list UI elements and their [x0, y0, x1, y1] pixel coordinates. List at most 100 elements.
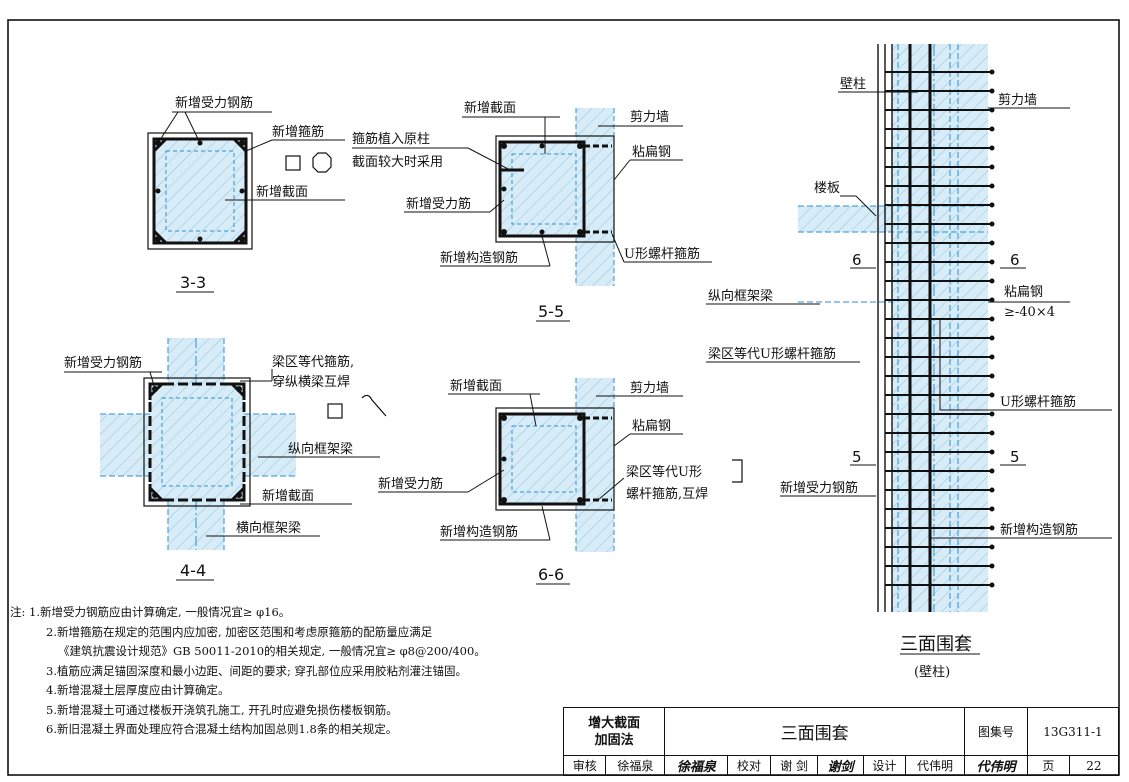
caption-4-4: 4-4 — [180, 561, 206, 580]
note-2-cont: 《建筑抗震设计规范》GB 50011-2010的相关规定, 一般情况宜≥ φ8@… — [58, 644, 486, 658]
label-new-rebar-44: 新增受力钢筋 — [64, 355, 142, 371]
label-equiv-u-stirrup-66-line2: 螺杆箍筋,互焊 — [626, 486, 708, 502]
label-trans-beam-44: 横向框架梁 — [236, 520, 301, 536]
tie-bar-end — [989, 506, 995, 512]
label-stirrup-note-55-line2: 截面较大时采用 — [352, 155, 443, 170]
tie-bar-end — [989, 259, 995, 265]
tie-bar-end — [989, 468, 995, 474]
label-equiv-stirrup-44-line1: 梁区等代箍筋, — [272, 354, 354, 370]
note-5: 5.新增混凝土可通过楼板开浇筑孔施工, 开孔时应避免损伤楼板钢筋。 — [46, 702, 398, 717]
note-2: 2.新增箍筋在规定的范围内应加密, 加密区范围和考虑原箍筋的配筋量应满足 — [46, 624, 433, 639]
designer-name: 代伟明 — [905, 755, 965, 776]
label-flat-steel-size: ≥-40×4 — [1004, 305, 1055, 320]
page-number: 22 — [1068, 755, 1120, 776]
label-equiv-stirrup-44-line2: 穿纵横梁互焊 — [272, 374, 350, 390]
label-flat-steel-55: 粘扁钢 — [632, 145, 671, 160]
checker-name: 谢 剑 — [769, 755, 819, 776]
tie-bar-end — [989, 88, 995, 94]
caption-5-5: 5-5 — [538, 302, 564, 321]
title-block: 增大截面 加固法 三面围套 图集号 13G311-1 审核 徐福泉 徐福泉 校对… — [562, 707, 1120, 776]
label-new-section-66: 新增截面 — [450, 378, 502, 394]
label-flat-steel-66: 粘扁钢 — [632, 419, 671, 434]
tie-bar-end — [989, 240, 995, 246]
page-label: 页 — [1026, 755, 1070, 776]
cut-mark-5-right: 5 — [1010, 448, 1020, 466]
label-stirrup-note-55-line1: 箍筋植入原柱 — [352, 131, 430, 147]
cut-mark-5-left: 5 — [852, 448, 862, 466]
tie-bar-end — [989, 392, 995, 398]
label-u-bolt-stirrup-elev: U形螺杆箍筋 — [1000, 394, 1076, 410]
label-long-beam-44: 纵向框架梁 — [288, 441, 353, 457]
label-equiv-u-stirrup-elev: 梁区等代U形螺杆箍筋 — [708, 346, 836, 362]
note-4: 4.新增混凝土层厚度应由计算确定。 — [46, 683, 230, 697]
label-shear-wall-55: 剪力墙 — [630, 109, 669, 125]
elevation-tie-bars — [885, 69, 995, 588]
tie-bar-end — [989, 373, 995, 379]
caption-three-side-jacket: 三面围套 — [900, 634, 972, 655]
section-3-3: 新增受力钢筋 新增箍筋 新增截面 3-3 — [147, 95, 345, 293]
note-3: 3.植筋应满足锚固深度和最小边距、间距的要求; 穿孔部位应采用胶粘剂灌注锚固。 — [46, 663, 467, 678]
label-pilaster: 壁柱 — [840, 77, 866, 92]
tie-bar-end — [989, 278, 995, 284]
checker-signature: 谢剑 — [817, 755, 864, 776]
reviewer-name: 徐福泉 — [605, 755, 666, 776]
method-cell: 增大截面 加固法 — [562, 707, 666, 756]
label-new-rebar-elev: 新增受力钢筋 — [780, 480, 858, 496]
tie-bar-end — [989, 69, 995, 75]
label-new-constr-rebar-66: 新增构造钢筋 — [440, 524, 518, 540]
tie-bar-end — [989, 582, 995, 588]
tie-bar-end — [989, 544, 995, 550]
note-6: 6.新旧混凝土界面处理应符合混凝土结构加固总则1.8条的相关规定。 — [46, 722, 398, 736]
tie-bar-end — [989, 145, 995, 151]
label-new-rebar-33: 新增受力钢筋 — [175, 95, 253, 111]
label-u-bolt-stirrup-55: U形螺杆箍筋 — [624, 246, 700, 262]
label-new-section-33: 新增截面 — [256, 184, 308, 200]
tie-bar-end — [989, 126, 995, 132]
tie-bar-end — [989, 221, 995, 227]
section-6-6: 新增截面 剪力墙 粘扁钢 梁区等代U形 螺杆箍筋,互焊 新增受力筋 新增构造钢筋… — [378, 378, 743, 585]
cut-mark-6-left: 6 — [852, 251, 862, 269]
label-new-section-55: 新增截面 — [464, 100, 516, 116]
tie-bar-end — [989, 107, 995, 113]
notes-prefix: 注: — [10, 605, 26, 619]
label-slab: 楼板 — [814, 181, 840, 196]
elevation-pilaster: 壁柱 剪力墙 楼板 6 6 纵向框架梁 粘扁钢 ≥-40×4 梁区等代U形螺杆箍… — [706, 44, 1112, 680]
drawing-title: 三面围套 — [664, 707, 965, 756]
tie-bar-end — [989, 525, 995, 531]
tie-bar-end — [989, 430, 995, 436]
general-notes: 注: 1.新增受力钢筋应由计算确定, 一般情况宜≥ φ16。 2.新增箍筋在规定… — [10, 603, 570, 740]
tie-bar-end — [989, 164, 995, 170]
caption-6-6: 6-6 — [538, 565, 564, 584]
tie-bar-end — [989, 563, 995, 569]
tie-bar-end — [989, 183, 995, 189]
tie-bar-end — [989, 316, 995, 322]
review-label: 审核 — [562, 755, 607, 776]
tie-bar-end — [989, 449, 995, 455]
caption-pilaster: (壁柱) — [914, 665, 950, 680]
designer-signature: 代伟明 — [963, 755, 1028, 776]
section-4-4: 新增受力钢筋 梁区等代箍筋, 穿纵横梁互焊 纵向框架梁 新增截面 横向框架梁 4… — [64, 338, 387, 581]
label-new-section-44: 新增截面 — [262, 488, 314, 504]
check-label: 校对 — [727, 755, 771, 776]
tie-bar-end — [989, 202, 995, 208]
label-new-stirrup-33: 新增箍筋 — [272, 124, 324, 140]
tie-bar-end — [989, 354, 995, 360]
cut-mark-6-right: 6 — [1010, 251, 1020, 269]
atlas-label: 图集号 — [963, 707, 1028, 756]
label-shear-wall-elev: 剪力墙 — [998, 92, 1037, 108]
section-5-5: 新增截面 剪力墙 箍筋植入原柱 截面较大时采用 粘扁钢 新增受力筋 新增构造钢筋… — [352, 100, 712, 322]
label-new-constr-rebar-55: 新增构造钢筋 — [440, 250, 518, 266]
tie-bar-end — [989, 297, 995, 303]
label-equiv-u-stirrup-66-line1: 梁区等代U形 — [626, 464, 702, 480]
label-shear-wall-66: 剪力墙 — [630, 380, 669, 396]
caption-3-3: 3-3 — [180, 273, 206, 292]
tie-bar-end — [989, 487, 995, 493]
tie-bar-end — [989, 335, 995, 341]
label-long-beam-elev: 纵向框架梁 — [708, 288, 773, 304]
label-new-constr-rebar-elev: 新增构造钢筋 — [1000, 522, 1078, 538]
tie-bar-end — [989, 411, 995, 417]
reviewer-signature: 徐福泉 — [664, 755, 729, 776]
label-new-rebar-55: 新增受力筋 — [406, 196, 471, 212]
label-flat-steel-elev: 粘扁钢 — [1004, 285, 1043, 300]
